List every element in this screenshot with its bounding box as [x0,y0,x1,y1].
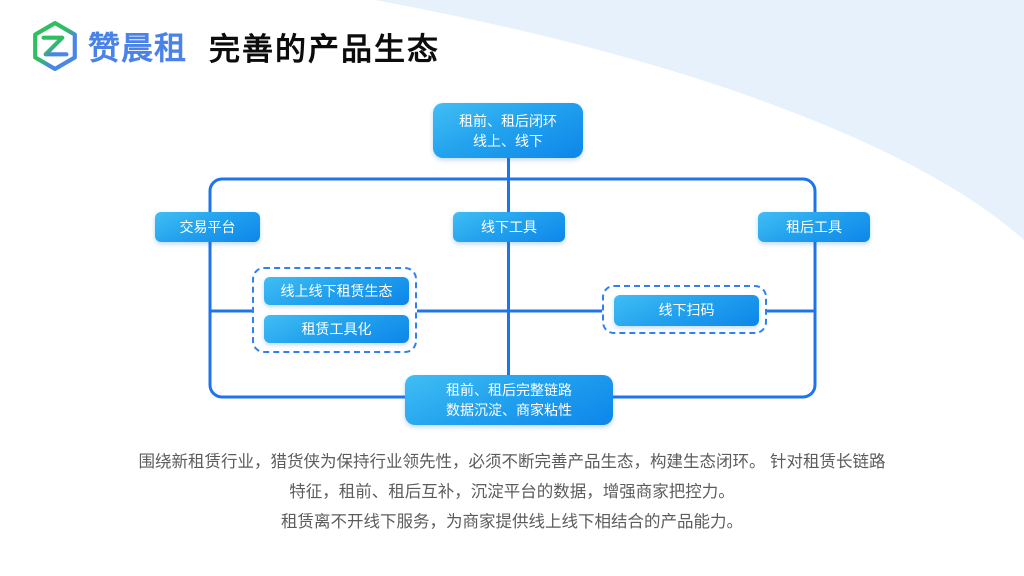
logo: 赞晨租 [30,21,187,71]
node-online-offline-rental-ecosystem: 线上线下租赁生态 [264,277,409,305]
node-complete-chain-line1: 租前、租后完整链路 [446,382,572,398]
group-offline-scan: 线下扫码 [602,285,767,334]
node-rental-toolization: 租赁工具化 [264,315,409,343]
node-pre-post-loop-line1: 租前、租后闭环 [459,112,557,129]
description-line-1: 围绕新租赁行业，猎货侠为保持行业领先性，必须不断完善产品生态，构建生态闭环。 针… [138,453,886,471]
node-offline-tools: 线下工具 [453,212,565,242]
header: 赞晨租 完善的产品生态 [30,20,440,72]
description-line-3: 租赁离不开线下服务，为商家提供线上线下相结合的产品能力。 [281,513,743,531]
node-trading-platform: 交易平台 [155,212,260,242]
description-paragraph: 围绕新租赁行业，猎货侠为保持行业领先性，必须不断完善产品生态，构建生态闭环。 针… [0,447,1024,537]
page-title: 完善的产品生态 [209,31,441,67]
node-complete-chain: 租前、租后完整链路 数据沉淀、商家粘性 [405,375,613,425]
group-rental-ecosystem: 线上线下租赁生态 租赁工具化 [252,267,417,353]
hexagon-z-logo-icon [33,21,77,71]
node-pre-post-loop-line2: 线上、线下 [473,132,543,149]
node-offline-scan-code: 线下扫码 [614,295,759,326]
node-complete-chain-line2: 数据沉淀、商家粘性 [446,402,572,418]
logo-text: 赞晨租 [88,30,188,66]
description-line-2: 特征，租前、租后互补，沉淀平台的数据，增强商家把控力。 [289,483,735,501]
node-pre-post-loop: 租前、租后闭环 线上、线下 [433,103,583,158]
node-post-rental-tools: 租后工具 [758,212,870,242]
